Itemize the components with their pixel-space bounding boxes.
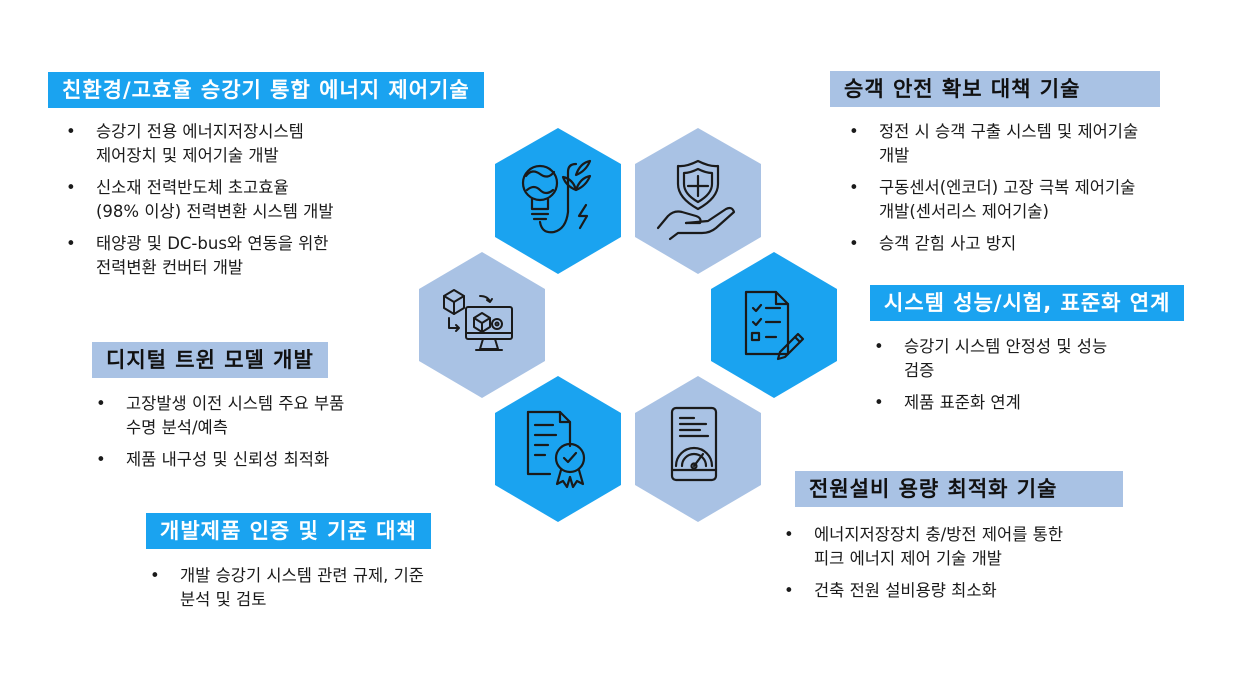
hex-cert: [495, 376, 621, 522]
section-title-eco: 친환경/고효율 승강기 통합 에너지 제어기술: [48, 72, 484, 108]
hex-std: [711, 252, 837, 398]
list-item-text: 구동센서(엔코더) 고장 극복 제어기술 개발(센서리스 제어기술): [879, 178, 1136, 221]
list-eco: 승강기 전용 에너지저장시스템 제어장치 및 제어기술 개발 신소재 전력반도체…: [62, 120, 334, 288]
list-twin: 고장발생 이전 시스템 주요 부품 수명 분석/예측 제품 내구성 및 신뢰성 …: [92, 392, 344, 480]
list-item-text: 승강기 시스템 안정성 및 성능 검증: [904, 337, 1108, 380]
list-item-text: 에너지저장장치 충/방전 제어를 통한 피크 에너지 제어 기술 개발: [814, 525, 1063, 568]
list-item: 승객 갇힘 사고 방지: [845, 232, 1138, 256]
list-item-text: 고장발생 이전 시스템 주요 부품 수명 분석/예측: [126, 394, 345, 437]
list-item-text: 건축 전원 설비용량 최소화: [814, 581, 997, 600]
list-safety: 정전 시 승객 구출 시스템 및 제어기술 개발 구동센서(엔코더) 고장 극복…: [845, 120, 1138, 264]
list-item-text: 제품 내구성 및 신뢰성 최적화: [126, 450, 330, 469]
list-std: 승강기 시스템 안정성 및 성능 검증 제품 표준화 연계: [870, 335, 1107, 423]
list-item: 신소재 전력반도체 초고효율 (98% 이상) 전력변환 시스템 개발: [62, 176, 334, 224]
list-item: 건축 전원 설비용량 최소화: [780, 579, 1063, 603]
list-item-text: 정전 시 승객 구출 시스템 및 제어기술 개발: [879, 122, 1139, 165]
list-cert: 개발 승강기 시스템 관련 규제, 기준 분석 및 검토: [146, 564, 424, 620]
hex-safety: [635, 128, 761, 274]
section-title-cert: 개발제품 인증 및 기준 대책: [146, 513, 431, 549]
list-item: 정전 시 승객 구출 시스템 및 제어기술 개발: [845, 120, 1138, 168]
section-title-std: 시스템 성능/시험, 표준화 연계: [870, 285, 1185, 321]
hex-eco: [495, 128, 621, 274]
section-title-safety: 승객 안전 확보 대책 기술: [830, 71, 1160, 107]
computer-cubes-icon: [443, 289, 513, 351]
list-item: 고장발생 이전 시스템 주요 부품 수명 분석/예측: [92, 392, 344, 440]
list-item: 승강기 전용 에너지저장시스템 제어장치 및 제어기술 개발: [62, 120, 334, 168]
list-item: 구동센서(엔코더) 고장 극복 제어기술 개발(센서리스 제어기술): [845, 176, 1138, 224]
hex-power: [635, 376, 761, 522]
list-item: 승강기 시스템 안정성 및 성능 검증: [870, 335, 1107, 383]
checklist-pencil-icon: [744, 290, 805, 361]
list-item-text: 제품 표준화 연계: [904, 393, 1021, 412]
gauge-meter-icon: [670, 406, 718, 482]
list-item-text: 개발 승강기 시스템 관련 규제, 기준 분석 및 검토: [180, 566, 424, 609]
hex-twin: [419, 252, 545, 398]
list-item: 태양광 및 DC-bus와 연동을 위한 전력변환 컨버터 개발: [62, 232, 334, 280]
list-item: 에너지저장장치 충/방전 제어를 통한 피크 에너지 제어 기술 개발: [780, 523, 1063, 571]
hand-shield-icon: [656, 159, 736, 241]
list-item: 제품 내구성 및 신뢰성 최적화: [92, 448, 344, 472]
section-title-twin: 디지털 트윈 모델 개발: [92, 342, 328, 378]
list-item: 제품 표준화 연계: [870, 391, 1107, 415]
list-item-text: 승강기 전용 에너지저장시스템 제어장치 및 제어기술 개발: [96, 122, 304, 165]
section-title-power: 전원설비 용량 최적화 기술: [795, 471, 1123, 507]
list-item-text: 신소재 전력반도체 초고효율 (98% 이상) 전력변환 시스템 개발: [96, 178, 334, 221]
certificate-award-icon: [526, 410, 586, 489]
list-item-text: 태양광 및 DC-bus와 연동을 위한 전력변환 컨버터 개발: [96, 234, 329, 277]
eco-bulb-plant-icon: [521, 159, 592, 234]
list-item: 개발 승강기 시스템 관련 규제, 기준 분석 및 검토: [146, 564, 424, 612]
list-item-text: 승객 갇힘 사고 방지: [879, 234, 1017, 253]
list-power: 에너지저장장치 충/방전 제어를 통한 피크 에너지 제어 기술 개발 건축 전…: [780, 523, 1063, 611]
